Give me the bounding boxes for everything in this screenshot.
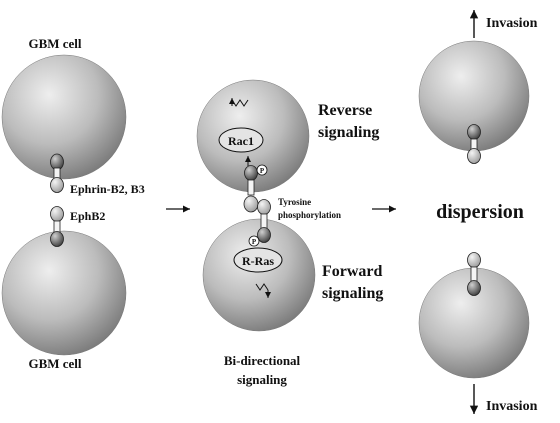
ephrin-ligand-tip xyxy=(50,177,64,193)
rras-label: R-Ras xyxy=(242,254,274,268)
gbm-cell-bottom xyxy=(1,230,127,356)
ephrin-ligand xyxy=(50,153,64,193)
rac1-signal-wave-icon xyxy=(231,99,249,107)
ephb2-label: EphB2 xyxy=(70,209,105,223)
tyrosine-label-line2: phosphorylation xyxy=(278,210,341,220)
gbm-cell-top xyxy=(1,54,127,180)
reverse-signaling-label-line1: Reverse xyxy=(318,102,372,119)
phospho-badge-top xyxy=(256,164,268,176)
dispersed-ephb2 xyxy=(467,252,481,296)
bidirectional-label-line1: Bi-directional xyxy=(224,353,301,368)
dispersed-ephb2-stalk xyxy=(470,266,478,282)
dispersion-label: dispersion xyxy=(436,201,524,223)
forward-signaling-label-line1: Forward xyxy=(322,263,383,280)
ephb2-receptor xyxy=(50,206,64,247)
invasion-top-label: Invasion xyxy=(486,16,538,31)
gbm-cell-top-label: GBM cell xyxy=(28,36,81,51)
phospho-badge-bottom-label: P xyxy=(252,238,257,246)
middle-ephrin-head xyxy=(244,165,258,181)
dispersed-ephrin-head xyxy=(467,124,481,140)
phospho-badge-bottom xyxy=(248,235,260,247)
reverse-signaling-label-line2: signaling xyxy=(318,124,379,141)
dispersed-ephrin-tip xyxy=(467,148,481,164)
tyrosine-label-line1: Tyrosine xyxy=(278,197,311,207)
ephrin-label: Ephrin-B2, B3 xyxy=(70,182,145,196)
rras-oval xyxy=(233,247,283,273)
phospho-badge-top-label: P xyxy=(260,167,265,175)
forward-signaling-label-line2: signaling xyxy=(322,285,383,302)
dispersed-ephb2-head xyxy=(467,280,481,296)
middle-ephrin-tip xyxy=(243,195,259,213)
dispersed-ephb2-tip xyxy=(467,252,481,268)
rac1-oval xyxy=(218,127,264,153)
middle-ephb2-head xyxy=(257,227,271,243)
ephb2-receptor-tip xyxy=(50,206,64,222)
invasion-bottom-label: Invasion xyxy=(486,399,538,414)
rac1-label: Rac1 xyxy=(228,134,254,148)
middle-ephrin-stalk xyxy=(247,179,255,196)
ephb2-receptor-head xyxy=(50,231,64,247)
gbm-cell-bottom-label: GBM cell xyxy=(28,356,81,371)
rras-signal-wave-icon xyxy=(255,283,269,291)
middle-cell-bottom xyxy=(202,218,316,332)
bidirectional-label-line2: signaling xyxy=(237,372,287,387)
dispersed-ephrin xyxy=(467,124,481,164)
middle-ephb2-tip xyxy=(257,199,271,215)
